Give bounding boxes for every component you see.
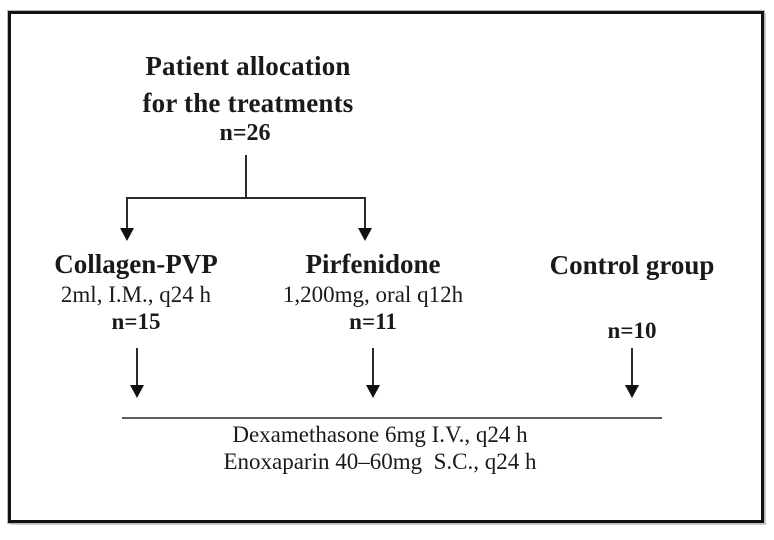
arrow-collagen-stem (136, 348, 138, 386)
group-collagen-dose: 2ml, I.M., q24 h (60, 282, 212, 307)
figure-title: Patient allocation for the treatments (98, 48, 398, 122)
common-treatment-separator (122, 417, 662, 419)
connector-branch-bar (126, 197, 366, 199)
arrow-collagen-head-icon (130, 385, 144, 398)
branch-arrow-right-stem (364, 197, 366, 229)
group-control-n: n=10 (607, 318, 657, 343)
group-pirfenidone-n: n=11 (349, 309, 397, 334)
arrow-pirfenidone-head-icon (366, 385, 380, 398)
arrow-control-stem (631, 348, 633, 386)
common-treatment-line-1: Dexamethasone 6mg I.V., q24 h (232, 422, 528, 447)
group-pirfenidone-name: Pirfenidone (305, 249, 441, 279)
arrow-control-head-icon (625, 385, 639, 398)
connector-stem (245, 155, 247, 198)
branch-arrow-right-head-icon (358, 228, 372, 241)
group-collagen-name: Collagen-PVP (54, 249, 218, 279)
total-n-label: n=26 (219, 120, 271, 146)
group-control-name: Control group (549, 250, 715, 280)
branch-arrow-left-stem (126, 197, 128, 229)
figure-border (7, 10, 765, 524)
title-line-1: Patient allocation (145, 51, 351, 81)
group-collagen-n: n=15 (111, 309, 161, 334)
common-treatment-line-2: Enoxaparin 40–60mg S.C., q24 h (223, 449, 537, 474)
group-pirfenidone-dose: 1,200mg, oral q12h (282, 282, 464, 307)
arrow-pirfenidone-stem (372, 348, 374, 386)
title-line-2: for the treatments (142, 88, 354, 118)
branch-arrow-left-head-icon (120, 228, 134, 241)
